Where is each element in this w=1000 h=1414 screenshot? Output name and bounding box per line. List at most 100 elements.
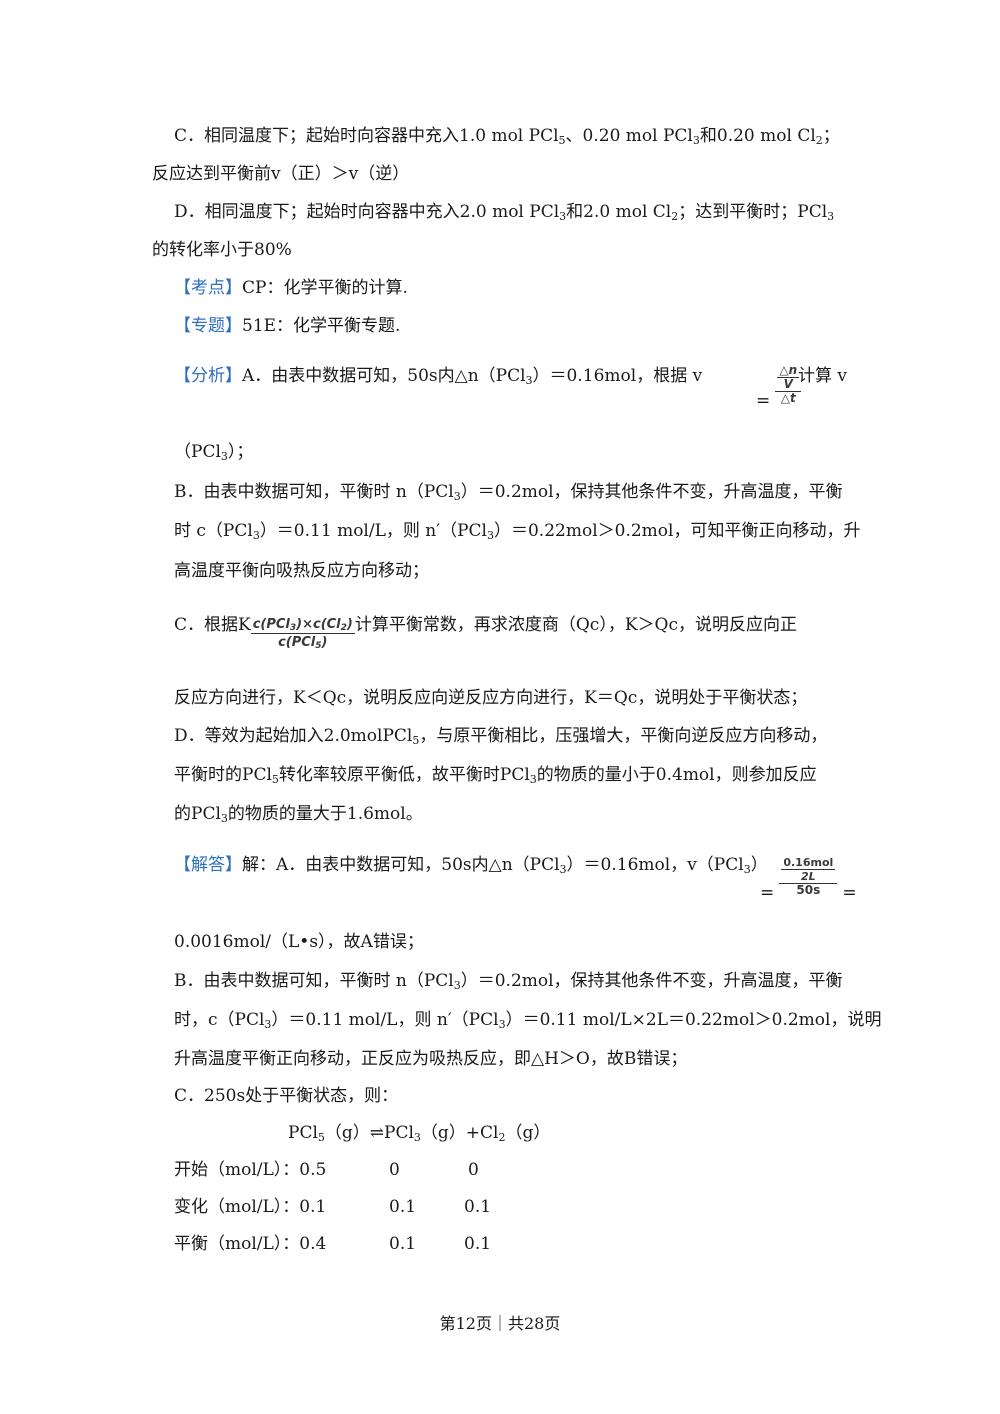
- fraction: △n V △t: [775, 363, 802, 405]
- subscript: 3: [486, 529, 494, 542]
- jieda-b-line2: 时，c（PCl3）＝0.11 mol/L，则 n′（PCl3）＝0.11 mol…: [174, 1008, 881, 1032]
- subscript: 2: [498, 1131, 506, 1144]
- text: 计算平衡常数，再求浓度商（Qc），K＞Qc，说明反应向正: [354, 615, 797, 635]
- text: （g）: [505, 1123, 551, 1143]
- inner-denominator: V: [783, 377, 793, 391]
- zhuanti-tag: 【专题】: [174, 316, 242, 336]
- fraction-numerator: △n V: [775, 363, 802, 392]
- text: ): [321, 635, 328, 650]
- table-cell: 0.1: [464, 1197, 492, 1217]
- inner-fraction: △n V: [777, 363, 800, 391]
- option-d-line2: 的转化率小于80%: [152, 240, 292, 260]
- text: ）＝0.11 mol/L×2L＝0.22mol＞0.2mol，说明: [505, 1010, 882, 1030]
- text: ，与原平衡相比，压强增大，平衡向逆反应方向移动，: [419, 726, 828, 746]
- table-cell: 0.1: [464, 1234, 492, 1254]
- equilibrium-constant-formula: c(PCl3)×c(Cl2)c(PCl5): [250, 616, 355, 651]
- text: ）: [750, 855, 768, 875]
- text: 转化率较原平衡低，故平衡时PCl: [278, 765, 530, 785]
- equals-sign: =: [842, 882, 857, 903]
- subscript: 3: [559, 863, 567, 876]
- table-cell: 0.1: [389, 1197, 417, 1217]
- equals-sign: =: [756, 390, 771, 411]
- fenxi-d-line1: D．等效为起始加入2.0molPCl5，与原平衡相比，压强增大，平衡向逆反应方向…: [174, 724, 827, 748]
- subscript: 5: [412, 734, 420, 747]
- subscript: 5: [558, 134, 566, 147]
- subscript: 3: [827, 210, 835, 223]
- text: 平衡时的PCl: [174, 765, 272, 785]
- fenxi-tag: 【分析】: [174, 366, 242, 386]
- fenxi-a-line2: （PCl3）；: [174, 440, 253, 464]
- subscript: 3: [692, 134, 700, 147]
- text: 51E：化学平衡专题.: [242, 316, 401, 336]
- fenxi-d-line2: 平衡时的PCl5转化率较原平衡低，故平衡时PCl3的物质的量小于0.4mol，则…: [174, 763, 817, 787]
- fenxi-c-line2: 反应方向进行，K＜Qc，说明反应向逆反应方向进行，K＝Qc，说明处于平衡状态；: [174, 688, 808, 708]
- subscript: 3: [252, 529, 260, 542]
- subscript: 3: [264, 1018, 272, 1031]
- text: 解：A．由表中数据可知，50s内△n（PCl: [242, 855, 560, 875]
- subscript: 2: [671, 210, 679, 223]
- jieda-b-line3: 升高温度平衡正向移动，正反应为吸热反应，即△H＞O，故B错误；: [174, 1049, 688, 1069]
- fraction-numerator: 0.16mol 2L: [779, 856, 838, 884]
- text: ）＝0.2mol，保持其他条件不变，升高温度，平衡: [460, 971, 843, 991]
- text: CP：化学平衡的计算.: [242, 278, 408, 298]
- text: （g）⇌PCl: [324, 1123, 414, 1143]
- jieda-a-line1: 【解答】解：A．由表中数据可知，50s内△n（PCl3）＝0.16mol，v（P…: [174, 853, 768, 877]
- subscript: 3: [529, 773, 537, 786]
- subscript: 3: [220, 450, 228, 463]
- kaodian-tag: 【考点】: [174, 278, 242, 298]
- subscript: 3: [498, 1018, 506, 1031]
- text: ）＝0.16mol，v（PCl: [566, 855, 744, 875]
- text: ）＝0.2mol，保持其他条件不变，升高温度，平衡: [460, 482, 843, 502]
- text: D．等效为起始加入2.0molPCl: [174, 726, 413, 746]
- jieda-c-line1: C．250s处于平衡状态，则：: [174, 1086, 399, 1106]
- reaction-equation: PCl5（g）⇌PCl3（g）+Cl2（g）: [288, 1121, 550, 1145]
- inner-fraction: 0.16mol 2L: [781, 856, 836, 883]
- text: 时，c（PCl: [174, 1010, 265, 1030]
- text: c(PCl: [252, 617, 290, 632]
- subscript: 2: [815, 134, 823, 147]
- text: c(PCl: [278, 635, 316, 650]
- text: （PCl: [174, 442, 221, 462]
- text: 的物质的量大于1.6mol。: [227, 804, 423, 824]
- fenxi-a-line1: 【分析】A．由表中数据可知，50s内△n（PCl3）＝0.16mol，根据 v: [174, 364, 702, 388]
- text: ；达到平衡时；PCl: [678, 202, 828, 222]
- text: ；: [822, 126, 840, 146]
- text: ）；: [227, 442, 254, 462]
- subscript: 3: [525, 374, 533, 387]
- text: ）＝0.11 mol/L，则 n′（PCl: [271, 1010, 499, 1030]
- text: B．由表中数据可知，平衡时 n（PCl: [174, 482, 454, 502]
- subscript: 5: [271, 773, 279, 786]
- fraction-denominator: 50s: [796, 883, 821, 897]
- text: ）＝0.16mol，根据 v: [532, 366, 703, 386]
- subscript: 3: [289, 623, 297, 633]
- fraction-denominator: △t: [780, 391, 796, 405]
- kaodian-line: 【考点】CP：化学平衡的计算.: [174, 276, 408, 300]
- subscript: 5: [317, 1131, 325, 1144]
- text: )×c(Cl: [296, 617, 341, 632]
- inner-denominator: 2L: [800, 870, 816, 883]
- text: B．由表中数据可知，平衡时 n（PCl: [174, 971, 454, 991]
- inner-numerator: △n: [777, 363, 800, 378]
- text: 的物质的量小于0.4mol，则参加反应: [536, 765, 817, 785]
- subscript: 3: [220, 812, 228, 825]
- subscript: 3: [559, 210, 567, 223]
- text: 、0.20 mol PCl: [565, 126, 693, 146]
- k-numerator: c(PCl3)×c(Cl2): [250, 616, 355, 634]
- table-cell: 0: [389, 1160, 400, 1180]
- subscript: 3: [453, 979, 461, 992]
- text: D．相同温度下；起始时向容器中充入2.0 mol PCl: [174, 202, 560, 222]
- equals-sign: =: [760, 882, 775, 903]
- text: 和0.20 mol Cl: [699, 126, 816, 146]
- table-cell: 0: [468, 1160, 479, 1180]
- subscript: 5: [315, 641, 322, 651]
- subscript: 2: [340, 623, 347, 633]
- text: ): [346, 617, 353, 632]
- option-c-line2: 反应达到平衡前v（正）＞v（逆）: [152, 164, 410, 184]
- subscript: 3: [413, 1131, 421, 1144]
- subscript: 3: [743, 863, 751, 876]
- option-c-line1: C．相同温度下；起始时向容器中充入1.0 mol PCl5、0.20 mol P…: [174, 124, 840, 148]
- table-row-label: 平衡（mol/L）：0.4: [174, 1234, 327, 1254]
- text: 的PCl: [174, 804, 221, 824]
